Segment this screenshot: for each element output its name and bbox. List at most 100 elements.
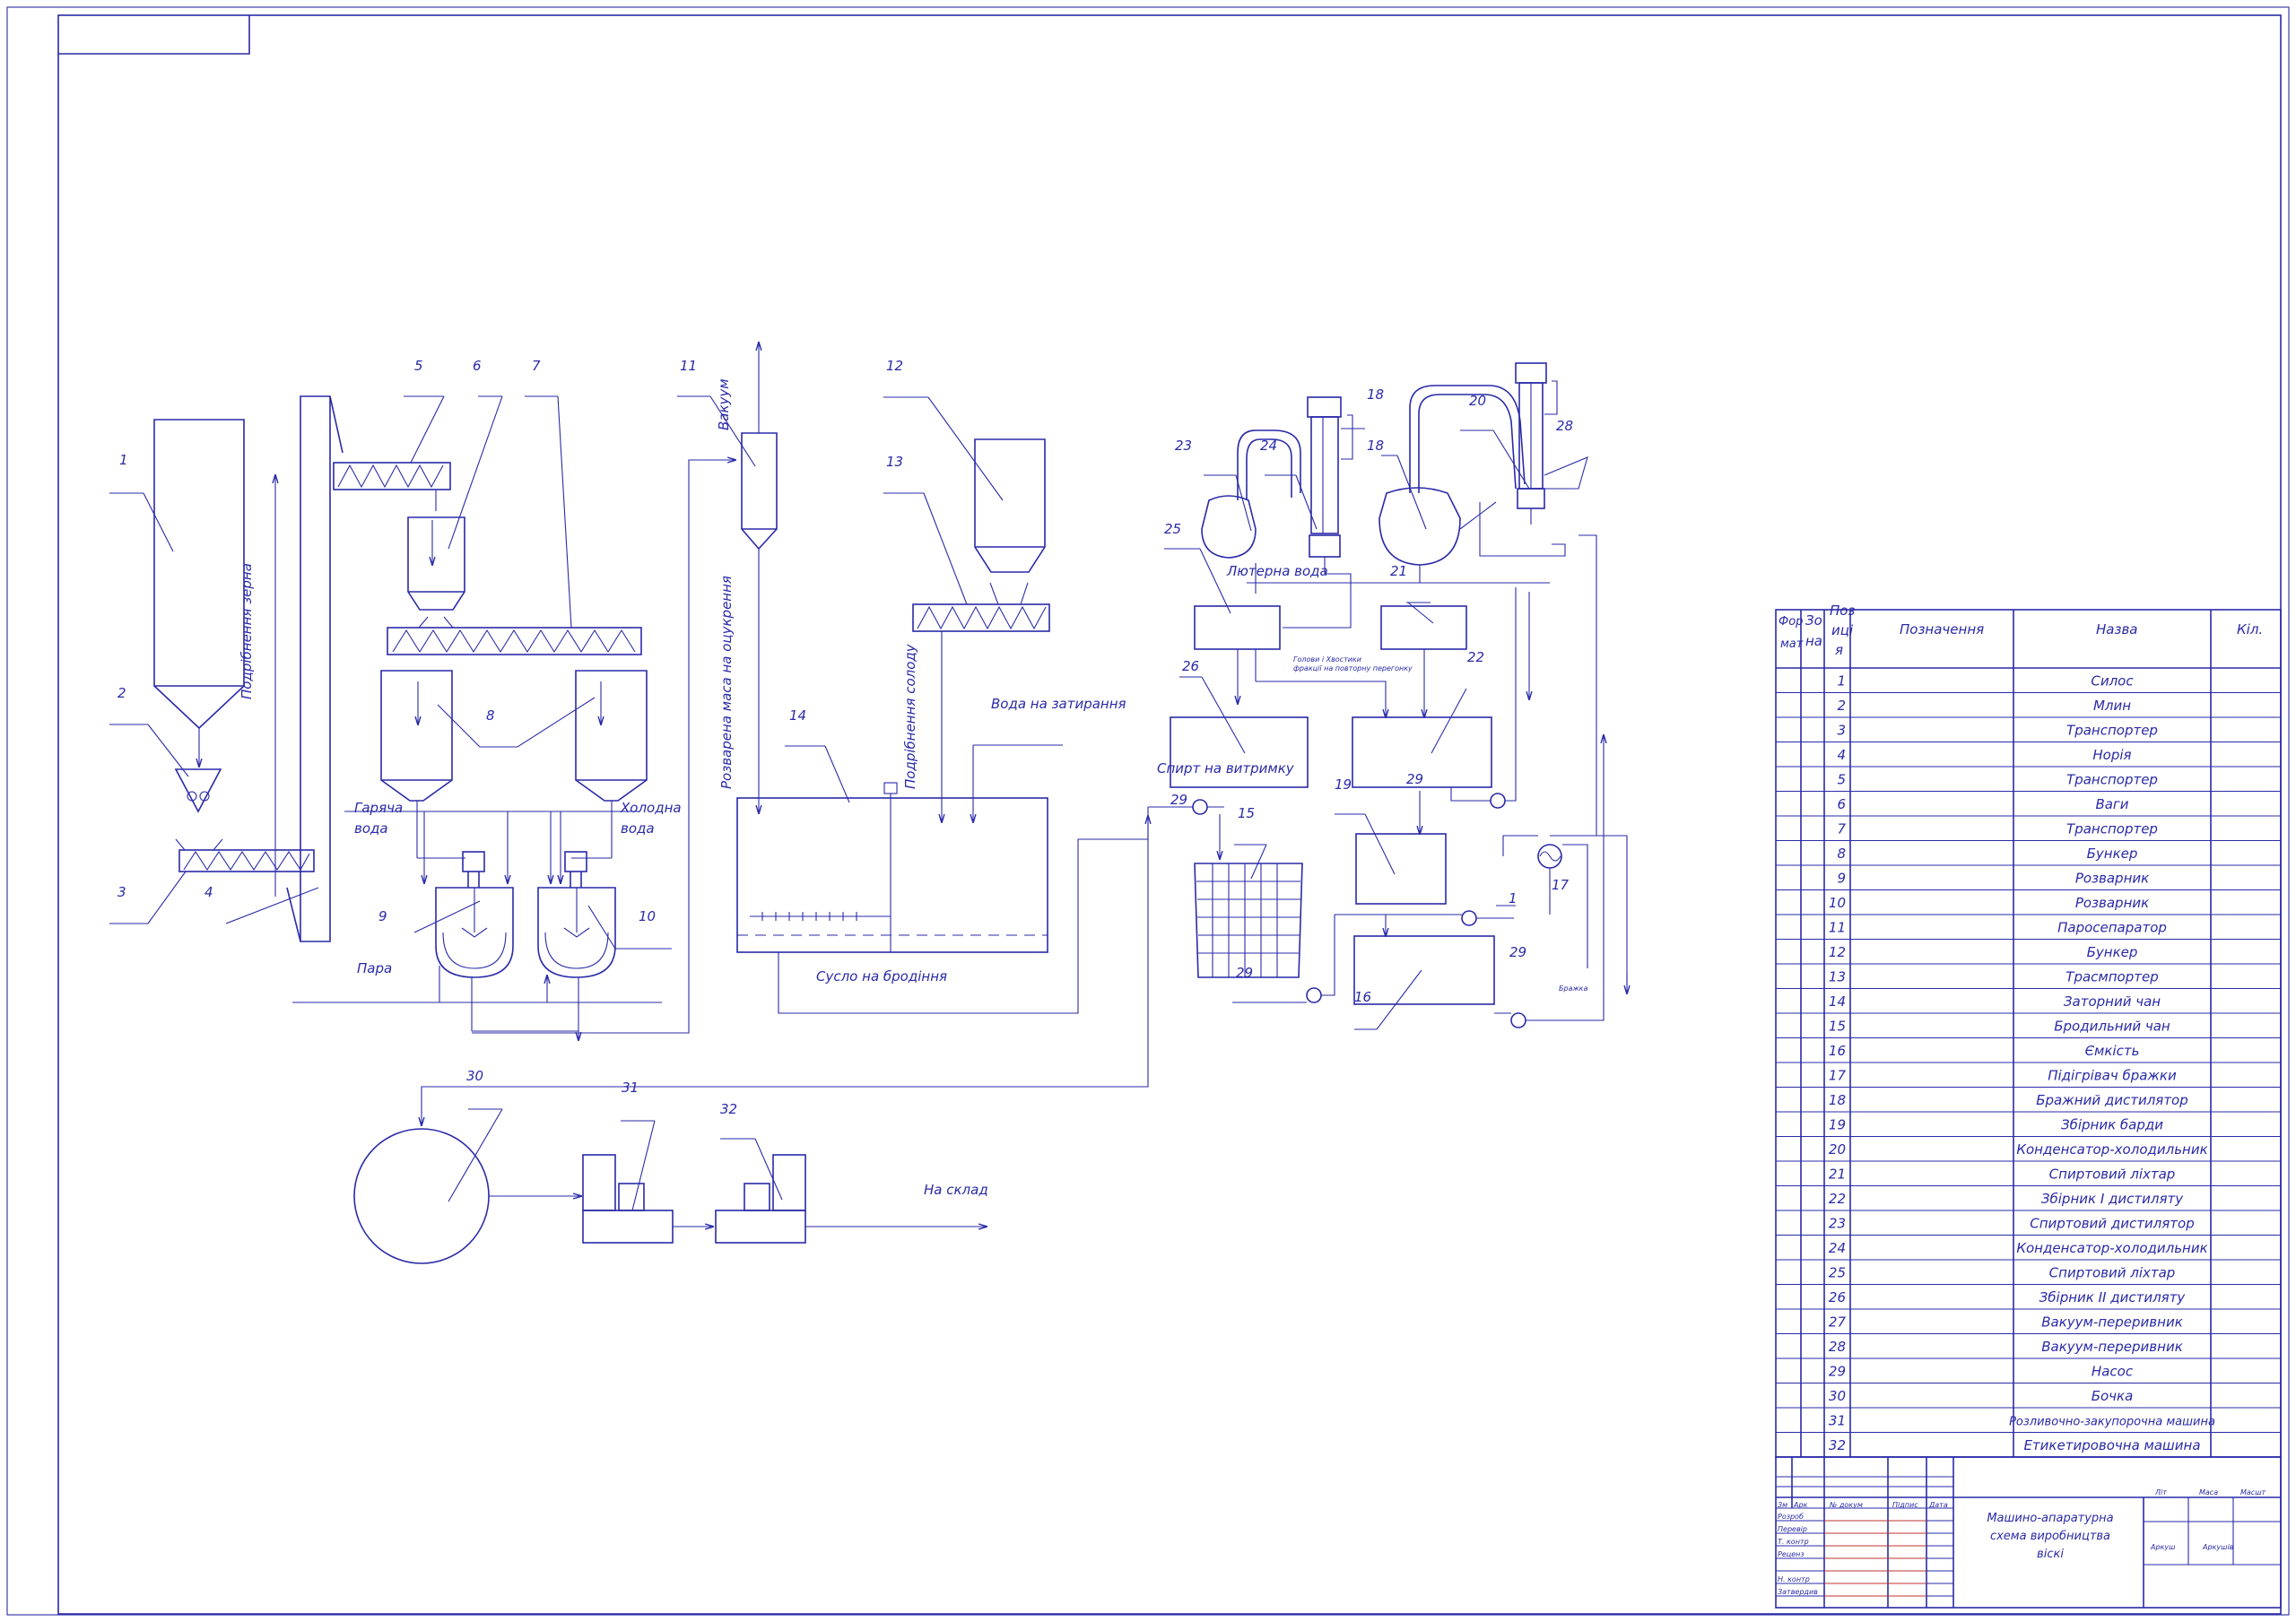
label-cold-water-2: вода bbox=[621, 820, 655, 837]
spec-row-name: Спиртовий ліхтар bbox=[2049, 1265, 2176, 1281]
callout-17: 17 bbox=[1552, 877, 1570, 893]
spec-row-name: Розварник bbox=[2075, 895, 2149, 911]
spec-row-name: Бочка bbox=[2092, 1388, 2134, 1404]
spec-row-pos: 25 bbox=[1829, 1265, 1846, 1281]
spec-row-pos: 28 bbox=[1829, 1339, 1846, 1355]
spec-row-pos: 21 bbox=[1829, 1167, 1846, 1183]
spec-header-pos-3: я bbox=[1835, 642, 1843, 658]
callout-14: 14 bbox=[789, 707, 806, 724]
label-steam: Пара bbox=[357, 960, 392, 976]
spec-row-name: Збірник ІІ дистиляту bbox=[2039, 1289, 2187, 1305]
spec-row-name: Розварник bbox=[2075, 871, 2149, 887]
spec-row-pos: 10 bbox=[1829, 895, 1846, 911]
equipment-1-silo bbox=[109, 419, 245, 767]
spec-row-pos: 12 bbox=[1829, 944, 1846, 960]
callout-18b: 18 bbox=[1367, 438, 1384, 454]
tb-sheets: Аркушів bbox=[2202, 1543, 2234, 1551]
callout-20: 20 bbox=[1469, 393, 1486, 409]
equipment-8-bunkers bbox=[380, 670, 648, 802]
callout-1b: 1 bbox=[1509, 890, 1518, 906]
callout-1: 1 bbox=[119, 452, 128, 468]
spec-row-name: Вакуум-переривник bbox=[2041, 1339, 2183, 1355]
spec-row-pos: 14 bbox=[1829, 993, 1846, 1010]
equipment-5-conveyor bbox=[333, 395, 451, 490]
spec-row-name: Ємкість bbox=[2085, 1043, 2140, 1059]
callout-21: 21 bbox=[1390, 563, 1407, 579]
tb-role-4: Н. контр bbox=[1778, 1575, 1810, 1583]
label-vacuum: Вакуум bbox=[716, 378, 732, 430]
spec-row-pos: 4 bbox=[1837, 747, 1846, 763]
spec-row-name: Конденсатор-холодильник bbox=[2016, 1240, 2207, 1256]
pump-29-c bbox=[1335, 905, 1516, 926]
tb-role-3: Реценз bbox=[1778, 1550, 1805, 1558]
spec-row-pos: 16 bbox=[1829, 1043, 1846, 1059]
spec-row-name: Транспортер bbox=[2066, 723, 2158, 739]
spec-header-zone-1: Зо bbox=[1805, 612, 1822, 629]
spec-row-pos: 11 bbox=[1829, 920, 1846, 936]
tb-title-3: віскі bbox=[2037, 1548, 2064, 1561]
spec-row-pos: 19 bbox=[1829, 1117, 1846, 1133]
tb-role-5: Затвердив bbox=[1778, 1588, 1818, 1596]
spec-row-name: Транспортер bbox=[2066, 772, 2158, 788]
callout-13: 13 bbox=[886, 454, 903, 470]
tb-col-zm: Зм bbox=[1778, 1501, 1787, 1509]
spec-row-pos: 27 bbox=[1829, 1314, 1847, 1331]
callout-25: 25 bbox=[1164, 521, 1181, 537]
callout-18a: 18 bbox=[1367, 386, 1384, 403]
equipment-18-beer-still bbox=[1247, 385, 1550, 584]
spec-row-name: Млин bbox=[2093, 698, 2131, 714]
label-wort: Сусло на бродіння bbox=[816, 968, 947, 984]
spec-row-pos: 20 bbox=[1829, 1141, 1846, 1158]
spec-row-name: Бункер bbox=[2087, 944, 2138, 960]
pump-29-a bbox=[1119, 799, 1224, 1088]
spec-row-name: Вакуум-переривник bbox=[2041, 1314, 2183, 1331]
callout-26: 26 bbox=[1182, 658, 1199, 674]
spec-row-pos: 2 bbox=[1837, 698, 1846, 714]
equipment-16-tank bbox=[1353, 915, 1495, 1030]
spec-row-pos: 9 bbox=[1837, 871, 1846, 887]
spec-row-pos: 23 bbox=[1829, 1216, 1846, 1232]
callout-29b: 29 bbox=[1406, 771, 1423, 787]
spec-row-pos: 31 bbox=[1829, 1413, 1846, 1429]
drawing-frame-outer bbox=[6, 6, 2290, 1616]
callout-2: 2 bbox=[117, 685, 126, 701]
equipment-10-cooker bbox=[537, 851, 672, 978]
spec-row-name: Бражний дистилятор bbox=[2036, 1092, 2188, 1108]
tb-sheet: Аркуш bbox=[2150, 1543, 2176, 1551]
label-heads-tails-2: фракції на повторну перегонку bbox=[1293, 664, 1413, 672]
spec-row-pos: 30 bbox=[1829, 1388, 1846, 1404]
tb-role-1: Перевір bbox=[1778, 1525, 1807, 1533]
callout-22: 22 bbox=[1467, 649, 1484, 665]
callout-30: 30 bbox=[466, 1068, 483, 1084]
spec-row-pos: 8 bbox=[1837, 846, 1846, 862]
callout-29c: 29 bbox=[1236, 965, 1253, 981]
spec-row-name: Паросепаратор bbox=[2057, 920, 2167, 936]
callout-24: 24 bbox=[1260, 438, 1277, 454]
equipment-3-conveyor bbox=[109, 838, 315, 924]
spec-row-name: Бункер bbox=[2087, 846, 2138, 862]
spec-row-pos: 24 bbox=[1829, 1240, 1846, 1256]
spec-header-pos-2: иці bbox=[1831, 622, 1854, 638]
label-mash: Бражка bbox=[1559, 984, 1588, 993]
spec-row-name: Норія bbox=[2092, 747, 2131, 763]
callout-15: 15 bbox=[1238, 805, 1255, 821]
equipment-24-condenser bbox=[1265, 396, 1353, 629]
spec-row-name: Бродильний чан bbox=[2054, 1019, 2170, 1035]
spec-row-pos: 18 bbox=[1829, 1092, 1846, 1108]
callout-5: 5 bbox=[414, 358, 423, 374]
callout-7: 7 bbox=[532, 358, 541, 374]
label-crushed-grain: Подрібнення зерна bbox=[239, 563, 255, 699]
spec-row-pos: 7 bbox=[1837, 821, 1846, 837]
spec-row-name: Розливочно-закупорочна машина bbox=[2009, 1416, 2215, 1429]
callout-31: 31 bbox=[622, 1080, 639, 1096]
tb-col-sign: Підпис bbox=[1892, 1501, 1918, 1509]
callout-16: 16 bbox=[1354, 989, 1371, 1005]
equipment-21-lantern bbox=[1380, 602, 1467, 717]
equipment-26-receiver bbox=[1170, 676, 1309, 788]
spec-row-name: Заторний чан bbox=[2064, 993, 2161, 1010]
tb-col-ark: Арк bbox=[1793, 1501, 1808, 1509]
callout-9: 9 bbox=[378, 908, 387, 924]
tb-title-2: схема виробництва bbox=[1990, 1530, 2110, 1543]
spec-row-pos: 5 bbox=[1837, 772, 1846, 788]
